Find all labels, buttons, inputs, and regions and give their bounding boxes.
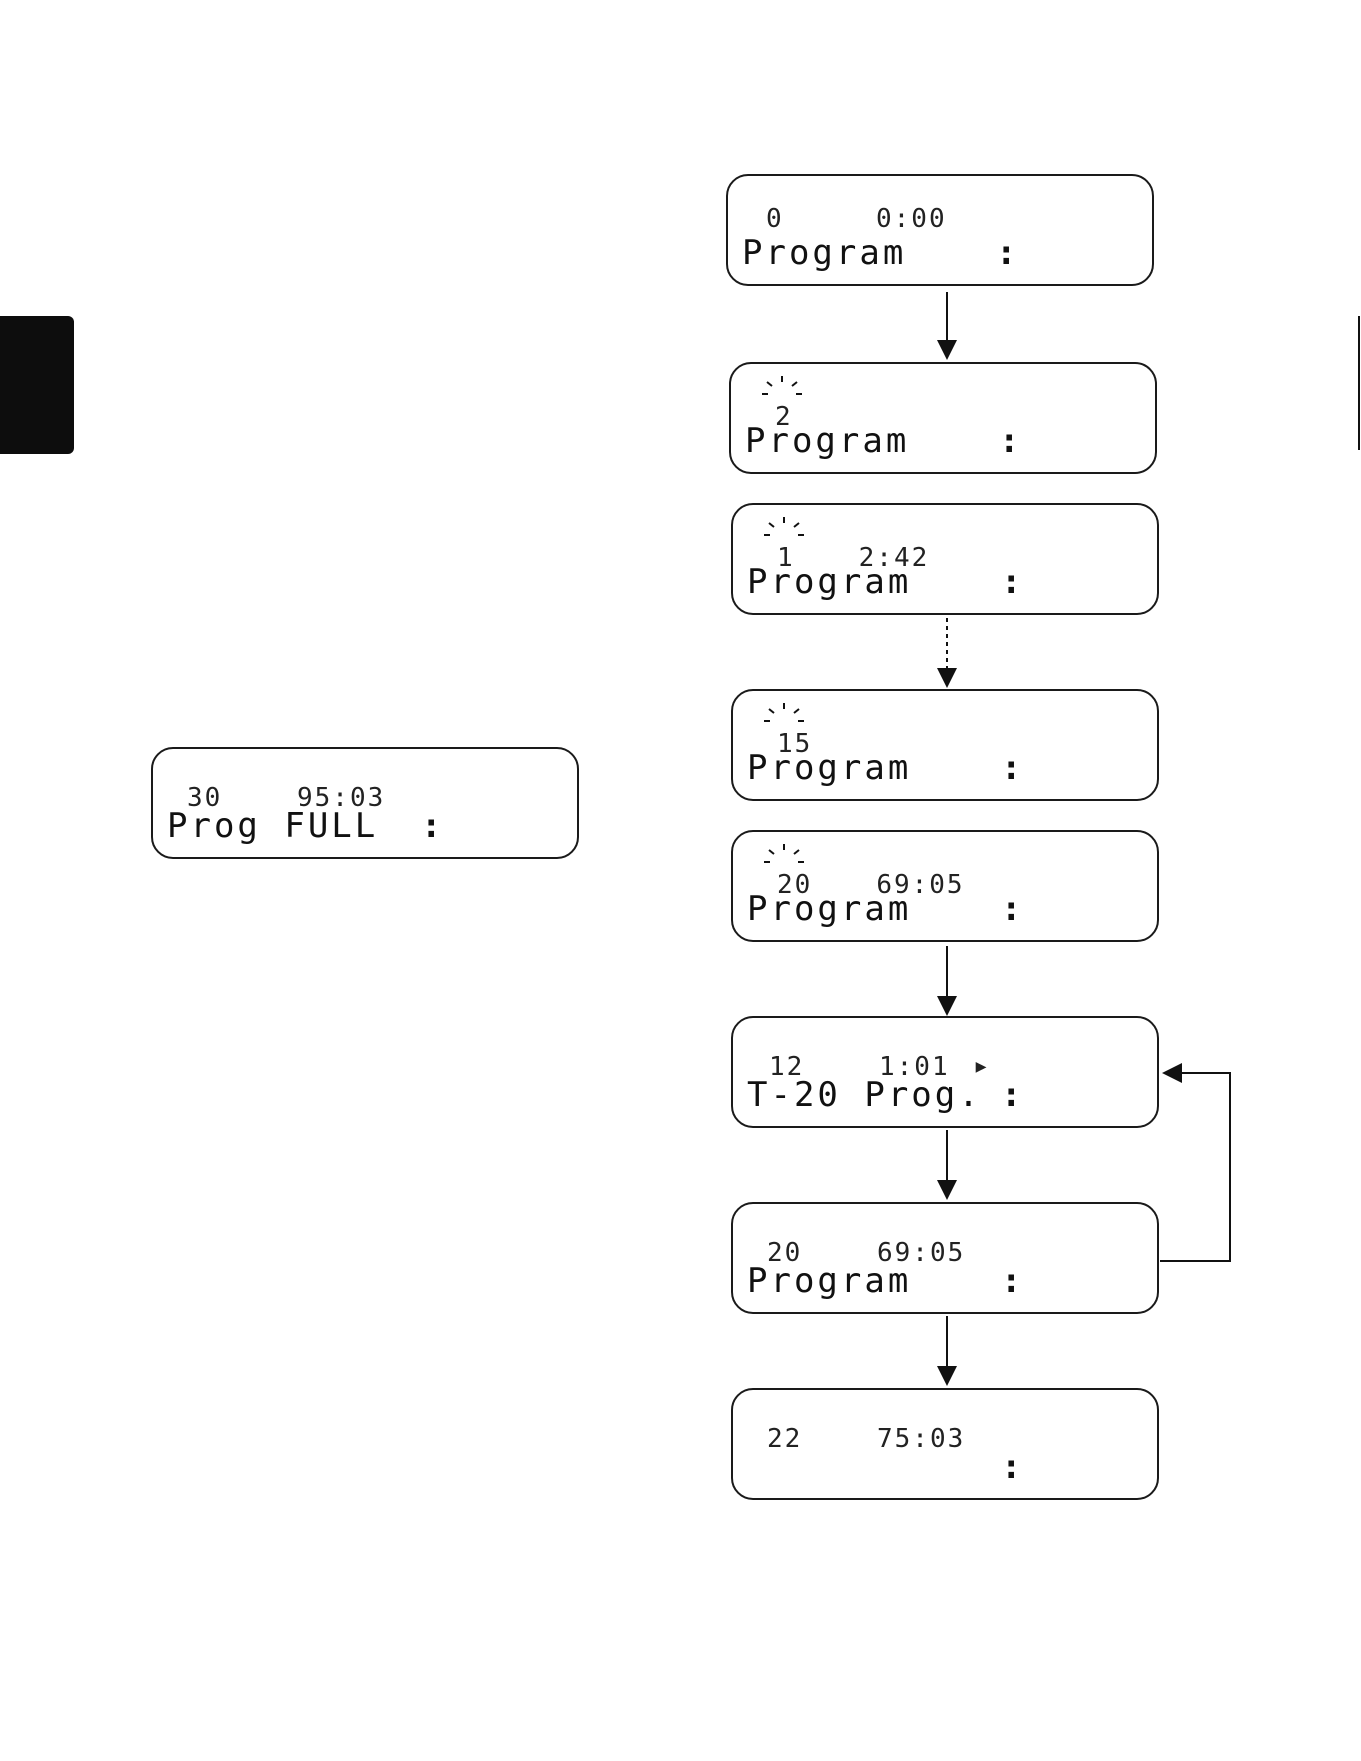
display-colon: :: [1001, 1264, 1021, 1298]
display-label: Prog FULL: [167, 809, 378, 843]
display-colon: :: [1001, 1450, 1021, 1484]
display-label: Program: [747, 565, 911, 599]
display-colon: :: [1001, 751, 1021, 785]
play-time: 75:03: [877, 1426, 965, 1452]
display-label: T-20 Prog.: [747, 1078, 982, 1112]
display-label: Program: [747, 751, 911, 785]
loop-arrow-7-to-6: [1160, 1073, 1230, 1261]
display-colon: :: [1001, 892, 1021, 926]
track-number: 22: [767, 1426, 837, 1452]
lcd-display-2: 2 Program :: [729, 362, 1157, 474]
display-label: Program: [745, 424, 909, 458]
display-label: Program: [747, 892, 911, 926]
play-time: 0:00: [876, 206, 947, 232]
lcd-display-1: 0 0:00 Program :: [726, 174, 1154, 286]
lcd-display-8: 22 75:03 :: [731, 1388, 1159, 1500]
lcd-display-4: 15 Program :: [731, 689, 1159, 801]
display-colon: :: [999, 424, 1019, 458]
track-number: 0: [766, 206, 836, 232]
display-label: Program: [747, 1264, 911, 1298]
display-colon: :: [421, 809, 441, 843]
display-label: Program: [742, 236, 906, 270]
display-colon: :: [996, 236, 1016, 270]
play-icon: ▶: [976, 1058, 989, 1076]
display-colon: :: [1001, 1078, 1021, 1112]
display-colon: :: [1001, 565, 1021, 599]
